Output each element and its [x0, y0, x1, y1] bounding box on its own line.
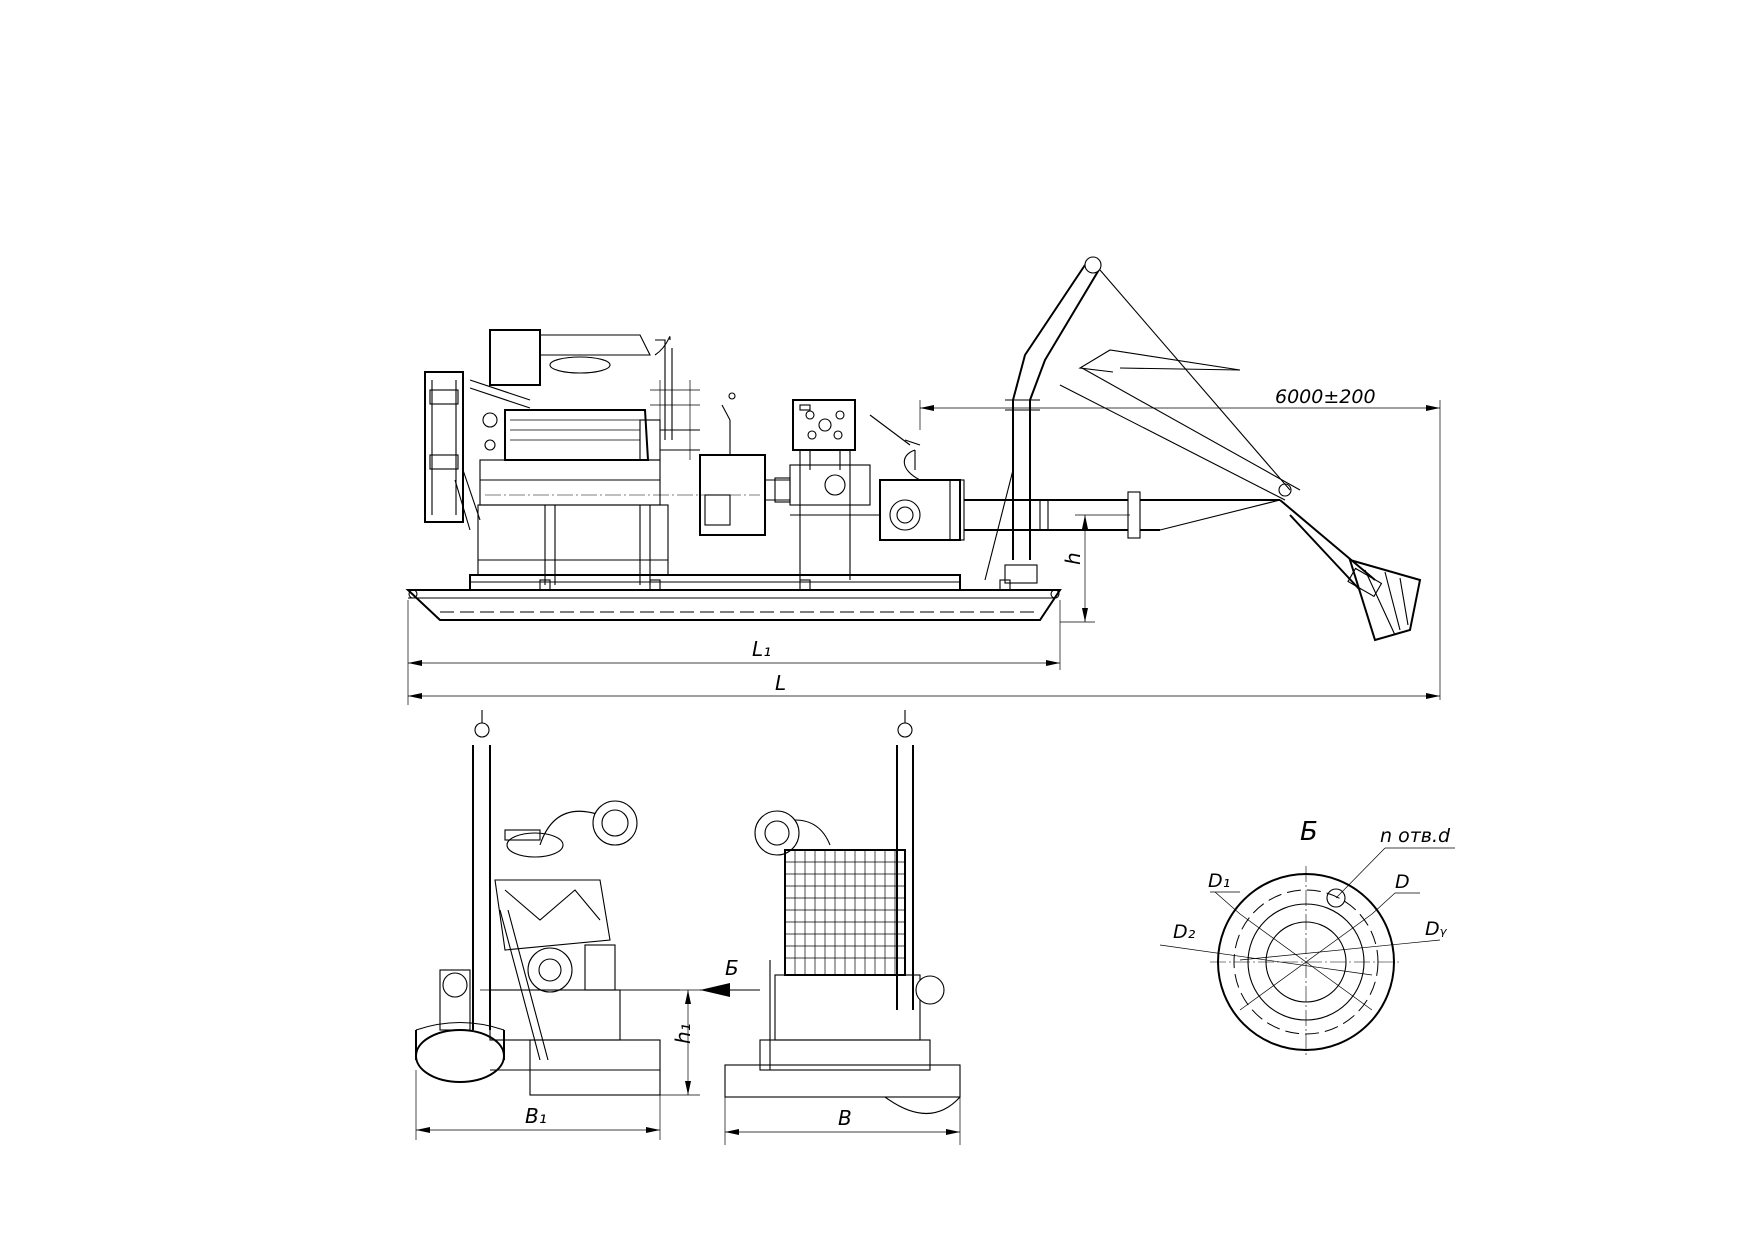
engine [469, 329, 760, 506]
label-D: D [1395, 871, 1410, 893]
gearbox [699, 392, 791, 536]
pump [789, 414, 965, 541]
control-panel [792, 399, 856, 580]
dimensions-side: 6000±200 h L₁ L [407, 386, 1441, 705]
side-view: 6000±200 h L₁ L [405, 256, 1441, 705]
view-arrow-label: Б [725, 956, 739, 980]
dimension-L: L [775, 671, 786, 695]
dimension-6000: 6000±200 [1275, 386, 1376, 408]
flange-view: Б n отв.d D₁ D D₂ Dᵧ [1159, 817, 1455, 1058]
radiator [424, 371, 481, 531]
holes-label: n отв.d [1380, 825, 1451, 847]
lifting-boom [984, 256, 1291, 584]
dimension-B1: B₁ [525, 1104, 547, 1128]
pontoon [405, 574, 1062, 621]
front-view: h₁ Б B₁ [415, 710, 760, 1140]
dimension-L1: L₁ [752, 637, 771, 661]
section-title: Б [1300, 817, 1318, 847]
dimension-h1: h₁ [671, 1023, 695, 1044]
discharge-pipe [964, 491, 1281, 539]
label-Dy: Dᵧ [1425, 918, 1448, 940]
label-D1: D₁ [1208, 870, 1230, 892]
dimension-h: h [1061, 552, 1085, 565]
dimension-B: B [838, 1106, 852, 1130]
radiator-grid [785, 850, 905, 975]
strainer [1347, 558, 1422, 642]
label-D2: D₂ [1173, 921, 1196, 943]
engine-frame [477, 504, 669, 585]
rear-view: B [724, 710, 961, 1145]
